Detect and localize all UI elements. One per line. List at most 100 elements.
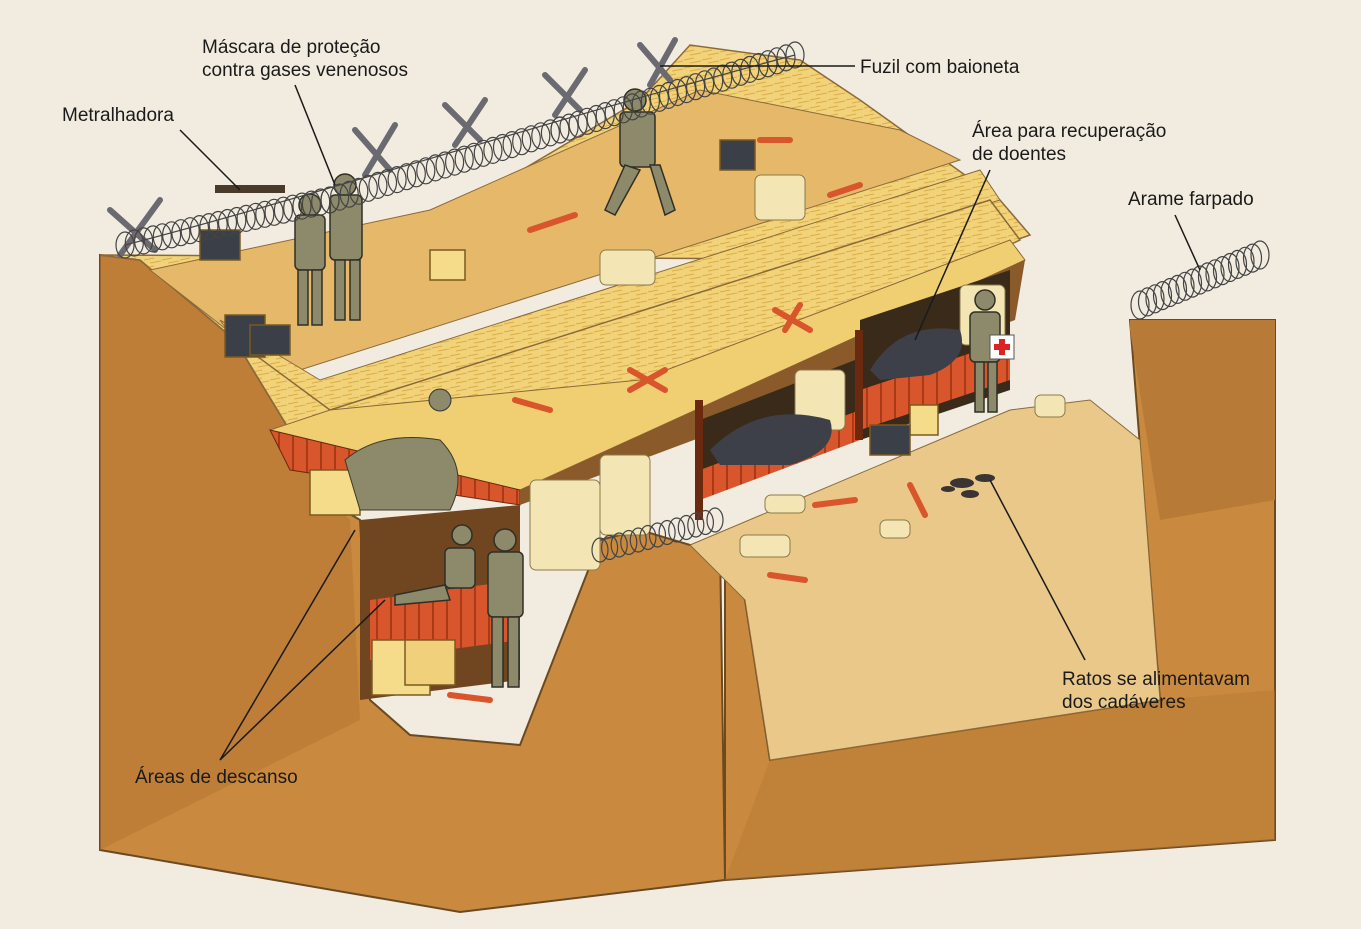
crates xyxy=(199,139,939,696)
label-rest-areas: Áreas de descanso xyxy=(135,766,298,789)
label-gas-mask-line2: contra gases venenosos xyxy=(202,60,408,81)
leader-lines xyxy=(179,65,1201,761)
wire-coil-loop xyxy=(1250,240,1270,270)
wire-coil-loop xyxy=(377,168,398,197)
wire-coil-loop xyxy=(640,87,661,115)
wire-coil-loop xyxy=(713,64,733,92)
wire-coil-loop xyxy=(208,210,228,239)
wire-coil-loop xyxy=(658,519,676,546)
wire-coil-loop xyxy=(677,514,695,541)
wire-coil-loop xyxy=(667,78,688,107)
wire-coil-loop xyxy=(180,217,200,245)
wire-coil-loop xyxy=(767,47,787,75)
wire-coil-loop xyxy=(236,204,256,232)
wire-coil-loop xyxy=(531,122,551,150)
wire-coil-loop xyxy=(649,84,670,112)
label-rifle-bayonet-text: Fuzil com baioneta xyxy=(860,57,1020,78)
wire-coil-loop xyxy=(1235,246,1255,276)
wire-coil-loop xyxy=(502,131,522,159)
wire-coil-loop xyxy=(631,90,651,118)
label-rats-line2: dos cadáveres xyxy=(1062,692,1186,713)
wire-coil-loop xyxy=(620,529,638,556)
wire-coil-loop xyxy=(445,148,465,176)
wire-coil-loop xyxy=(152,223,172,251)
wire-coil-loop xyxy=(339,180,359,208)
wire-coil-loop xyxy=(311,188,331,216)
wire-coil-loop xyxy=(368,171,388,199)
wire-coil-loop xyxy=(706,507,724,533)
wire-coil-loop xyxy=(1242,243,1263,273)
czech-hedgehogs xyxy=(107,37,678,258)
barbed-wire-coils xyxy=(115,41,1270,563)
wire-coil-loop xyxy=(273,196,293,224)
wire-coil-loop xyxy=(406,160,426,188)
label-rats-line1: Ratos se alimentavam xyxy=(1062,669,1250,690)
label-rest-areas-text: Áreas de descanso xyxy=(135,767,298,788)
wire-coil-loop xyxy=(591,537,609,563)
wire-coil-loop xyxy=(540,119,561,147)
wire-coil-loop xyxy=(696,509,715,536)
wire-coil-loop xyxy=(785,41,805,69)
label-gas-mask-line1: Máscara de proteção xyxy=(202,37,381,58)
wire-coil-loop xyxy=(577,107,597,135)
wire-coil-loop xyxy=(622,93,642,121)
wire-coil-loop xyxy=(435,151,455,179)
wire-coil-loop xyxy=(416,157,436,185)
main-trench-floor xyxy=(689,399,1161,761)
wire-coil-loop xyxy=(143,225,163,253)
wire-coil-loop xyxy=(1227,249,1248,279)
wire-coil-loop xyxy=(227,206,247,235)
wire-coil-loop xyxy=(1160,277,1180,308)
wire-coil-loop xyxy=(639,524,657,551)
wire-coil-loop xyxy=(387,166,407,194)
machine-gun xyxy=(215,185,285,193)
wire-coil-loop xyxy=(722,61,742,89)
earth-block-right xyxy=(724,319,1276,882)
wire-coil-loop xyxy=(255,200,275,228)
wire-coil-loop xyxy=(189,215,210,243)
wire-coil-loop xyxy=(464,142,484,170)
wire-coil-loop xyxy=(134,227,154,255)
wire-coil-loop xyxy=(521,125,541,153)
wire-coil-loop xyxy=(1137,287,1158,317)
wire-coil-loop xyxy=(245,202,266,230)
wire-coil-loop xyxy=(454,145,474,173)
wire-coil-loop xyxy=(358,174,378,202)
wire-coil-loop xyxy=(162,221,182,249)
label-sick-area-line2: de doentes xyxy=(972,144,1067,165)
wire-coil-loop xyxy=(568,110,588,138)
label-machine-gun: Metralhadora xyxy=(62,104,174,127)
wire-coil-loop xyxy=(301,190,321,218)
wire-coil-loop xyxy=(668,517,686,543)
wire-coil-loop xyxy=(694,70,715,98)
label-sick-area: Área para recuperação de doentes xyxy=(972,120,1166,166)
wire-coil-loop xyxy=(676,75,697,104)
debris xyxy=(447,137,928,703)
wire-coil-loop xyxy=(613,96,633,124)
wire-coil-loop xyxy=(586,104,606,133)
wire-coil-loop xyxy=(550,116,570,144)
wire-coil-loop xyxy=(115,231,135,259)
wire-coil-loop xyxy=(1130,290,1150,320)
wire-coil-loop xyxy=(595,101,615,130)
wire-coil-loop xyxy=(292,192,312,220)
wire-coil-loop xyxy=(685,73,706,101)
wire-coil-loop xyxy=(704,67,724,95)
wire-coil-loop xyxy=(264,198,284,226)
wire-coil-loop xyxy=(758,50,778,78)
wire-coil-loop xyxy=(1220,252,1240,283)
wire-coil-loop xyxy=(320,186,340,214)
wire-coil-loop xyxy=(1197,262,1218,292)
wire-coil-loop xyxy=(559,113,579,141)
wire-coil-loop xyxy=(1145,284,1165,314)
wire-coil-loop xyxy=(648,522,667,548)
wire-coil-loop xyxy=(512,128,532,156)
blanketed-soldiers xyxy=(344,328,962,511)
wire-coil-loop xyxy=(492,133,513,162)
wire-coil-loop xyxy=(199,213,219,241)
label-gas-mask: Máscara de proteção contra gases venenos… xyxy=(202,36,408,82)
wire-coil-loop xyxy=(1167,274,1188,304)
wire-coil-loop xyxy=(731,58,751,86)
